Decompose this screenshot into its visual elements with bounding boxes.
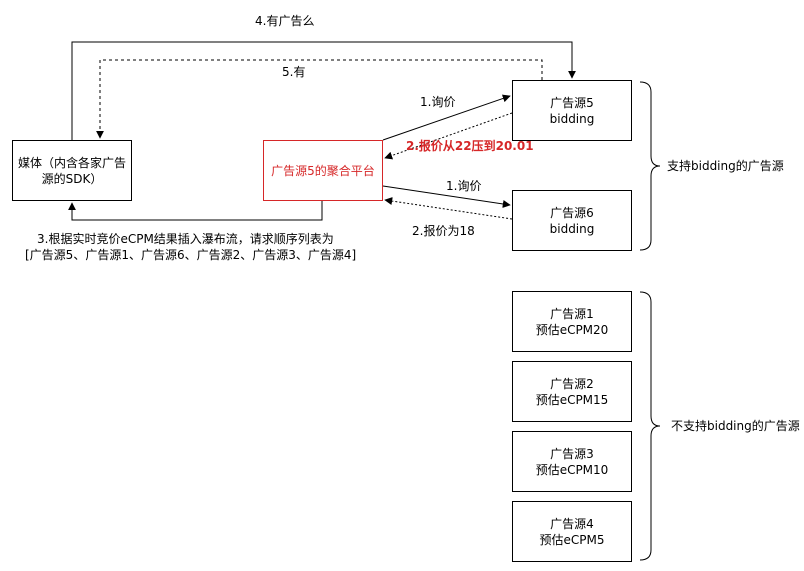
bracket-bidding: [639, 81, 661, 251]
edge-label-waterfall-line1: 3.根据实时竞价eCPM结果插入瀑布流，请求顺序列表为: [37, 232, 334, 246]
edge-label-inquiry-6: 1.询价: [446, 179, 482, 193]
media-node-line1: 媒体（内含各家广告: [17, 155, 126, 170]
edge-label-waterfall-line2: [广告源5、广告源1、广告源6、广告源2、广告源3、广告源4]: [25, 248, 357, 262]
ad-source-2-node: 广告源2 预估eCPM15: [512, 361, 632, 422]
edge-inquiry-5: [382, 94, 511, 141]
ad-source-4-node: 广告源4 预估eCPM5: [512, 501, 632, 562]
media-node-line2: 源的SDK）: [41, 171, 103, 186]
ad-source-2-name: 广告源2: [550, 376, 594, 391]
ad-source-1-ecpm: 预估eCPM20: [535, 322, 609, 337]
ad-source-6-name: 广告源6: [550, 205, 594, 220]
ad-source-5-mode: bidding: [549, 111, 595, 126]
ad-source-5-name: 广告源5: [550, 95, 594, 110]
edge-label-bid-6: 2.报价为18: [412, 224, 475, 238]
ad-source-5-node: 广告源5 bidding: [512, 80, 632, 141]
edge-label-inquiry-5: 1.询价: [420, 95, 456, 109]
ad-source-4-ecpm: 预估eCPM5: [539, 532, 605, 547]
ad-source-1-node: 广告源1 预估eCPM20: [512, 291, 632, 352]
ad-source-6-node: 广告源6 bidding: [512, 190, 632, 251]
bracket-non-bidding: [639, 291, 661, 561]
media-node: 媒体（内含各家广告 源的SDK）: [12, 140, 132, 201]
ad-source-2-ecpm: 预估eCPM15: [535, 392, 609, 407]
edge-has-ad-reply: [96, 59, 543, 139]
edge-has-ad-query: [71, 41, 576, 140]
edge-bid-5: [384, 112, 513, 160]
edge-label-has-ad-query: 4.有广告么: [255, 14, 315, 28]
edge-label-bid-5: 2.报价从22压到20.01: [406, 139, 534, 153]
ad-source-3-name: 广告源3: [550, 446, 594, 461]
group-label-bidding: 支持bidding的广告源: [667, 159, 784, 173]
edge-bid-6: [384, 197, 513, 220]
aggregation-platform-node: 广告源5的聚合平台: [263, 140, 383, 201]
ad-source-1-name: 广告源1: [550, 306, 594, 321]
aggregation-platform-label: 广告源5的聚合平台: [271, 163, 375, 178]
edge-waterfall: [68, 200, 323, 221]
ad-source-3-ecpm: 预估eCPM10: [535, 462, 609, 477]
ad-source-3-node: 广告源3 预估eCPM10: [512, 431, 632, 492]
ad-source-6-mode: bidding: [549, 221, 595, 236]
group-label-non-bidding: 不支持bidding的广告源: [671, 419, 800, 433]
edge-label-has-ad-reply: 5.有: [282, 65, 306, 79]
ad-source-4-name: 广告源4: [550, 516, 594, 531]
edge-inquiry-6: [382, 185, 511, 208]
